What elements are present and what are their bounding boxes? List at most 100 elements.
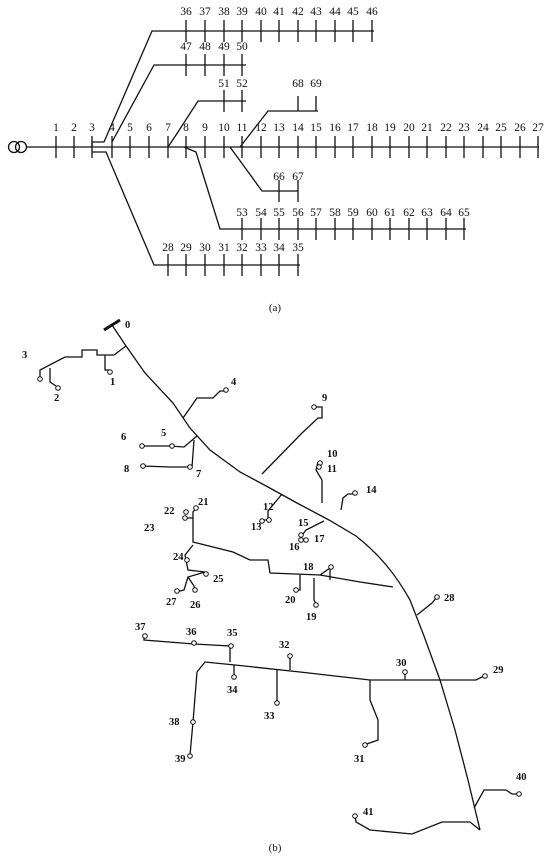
node-label: 40 (516, 772, 527, 783)
node-label: 14 (366, 485, 377, 496)
node-label: 15 (298, 518, 309, 529)
bus-label: 1 (53, 122, 59, 134)
bus-label: 33 (255, 242, 267, 254)
bus-label: 35 (292, 242, 304, 254)
bus-label: 59 (347, 207, 359, 219)
node-label: 5 (161, 428, 166, 439)
node-label: 9 (322, 393, 327, 404)
branch-28-line (416, 597, 437, 616)
bus-label: 46 (366, 6, 378, 18)
lateral-51-52-connector (167, 100, 246, 148)
main-trunk-line (111, 324, 481, 831)
node-marker (311, 404, 317, 410)
bus-label: 38 (218, 6, 230, 18)
branch-40-line (473, 789, 518, 809)
branch-12-13-line (262, 493, 283, 521)
node-marker (293, 587, 299, 593)
node-marker (328, 564, 334, 570)
node-marker (182, 515, 188, 521)
node-marker (193, 505, 199, 511)
bus-label: 61 (384, 207, 396, 219)
bus-label: 28 (162, 242, 174, 254)
node-marker (316, 464, 322, 470)
bus-label: 55 (273, 207, 285, 219)
branch-41-line (354, 815, 481, 835)
bus-label: 16 (329, 122, 341, 134)
node-label: 24 (173, 552, 184, 563)
bus-label: 40 (255, 6, 267, 18)
node-label: 8 (124, 464, 129, 475)
bus-label: 50 (236, 41, 248, 53)
node-label: 23 (144, 523, 155, 534)
node-label: 26 (190, 600, 201, 611)
bus-label: 44 (329, 6, 341, 18)
lateral-53-65-bus-ticks (241, 218, 465, 240)
bus-label: 36 (180, 6, 192, 18)
node-label: 39 (175, 754, 186, 765)
bus-label: 60 (366, 207, 378, 219)
node-marker (274, 700, 280, 706)
lateral-51-52-bus-ticks (223, 90, 243, 112)
node-markers (37, 369, 522, 819)
node-label: 30 (396, 658, 407, 669)
node-marker (187, 464, 193, 470)
branch-1-3-line (39, 345, 127, 378)
node-label: 19 (306, 612, 317, 623)
bus-label: 30 (199, 242, 211, 254)
lateral-36-46-bus-ticks (185, 20, 373, 42)
bus-label: 32 (236, 242, 248, 254)
branch-7-8-line (141, 439, 195, 468)
bus-label: 23 (458, 122, 470, 134)
lateral-68-69-bus-ticks (297, 96, 317, 111)
node-marker (434, 594, 440, 600)
node-marker (313, 602, 319, 608)
node-marker (298, 532, 304, 538)
bus-label: 13 (273, 122, 285, 134)
bus-label: 31 (218, 242, 230, 254)
bus-label: 27 (532, 122, 544, 134)
node-marker (231, 674, 237, 680)
transformer-icon-secondary (14, 140, 28, 154)
bus-label: 67 (292, 171, 304, 183)
bus-label: 52 (236, 78, 248, 90)
node-label: 21 (198, 497, 209, 508)
node-marker (303, 537, 309, 543)
bus-label: 5 (127, 122, 133, 134)
node-marker (55, 385, 61, 391)
bus-label: 51 (218, 78, 230, 90)
bus-label: 4 (109, 122, 115, 134)
bus-label: 54 (255, 207, 267, 219)
bus-label: 15 (310, 122, 322, 134)
bus-label: 9 (202, 122, 208, 134)
node-marker (184, 557, 190, 563)
bus-label: 43 (310, 6, 322, 18)
bus-label: 53 (236, 207, 248, 219)
branch-31-line (363, 680, 379, 746)
branch-29-39-line (189, 661, 440, 756)
lateral-66-67-connector (229, 146, 298, 192)
node-label: 32 (279, 640, 290, 651)
bus-label: 14 (292, 122, 304, 134)
node-marker (169, 443, 175, 449)
node-marker (516, 791, 522, 797)
bus-label: 41 (273, 6, 285, 18)
branch-29-line (440, 675, 485, 681)
bus-label: 29 (180, 242, 192, 254)
bus-label: 66 (273, 171, 285, 183)
node-marker (402, 669, 408, 675)
branch-19-line (313, 578, 317, 605)
node-marker (140, 463, 146, 469)
bus-label: 57 (310, 207, 322, 219)
node-label: 12 (263, 502, 274, 513)
lateral-66-67-bus-ticks (278, 180, 299, 202)
bus-label: 47 (180, 41, 192, 53)
node-marker (191, 640, 197, 646)
main-feeder-bus-ticks (55, 136, 539, 158)
lateral-47-50-connector (111, 64, 246, 143)
branch-18-27-line (185, 517, 394, 588)
node-marker (183, 509, 189, 515)
bus-label: 12 (255, 122, 267, 134)
node-marker (362, 742, 368, 748)
bus-label: 37 (199, 6, 211, 18)
bus-label: 65 (458, 207, 470, 219)
